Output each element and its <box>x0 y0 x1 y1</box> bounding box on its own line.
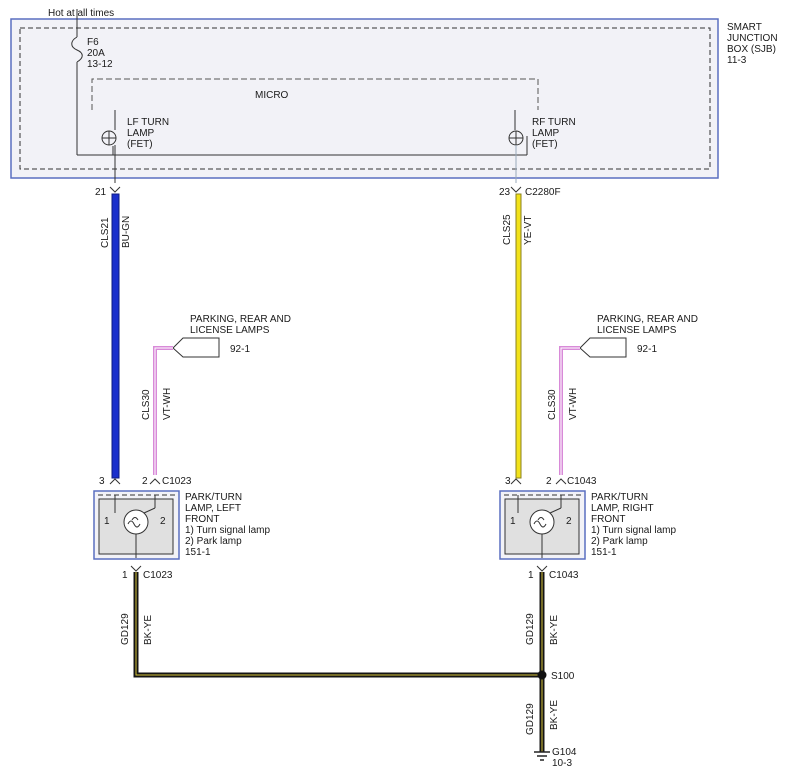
right-lamp-title2: LAMP, RIGHT <box>591 503 654 514</box>
left-lamp-title2: LAMP, LEFT <box>185 503 241 514</box>
right-main-pin-chevron <box>510 186 522 193</box>
left-main-wire <box>111 193 120 479</box>
park-left-connector <box>172 337 220 358</box>
left-main-circuit: CLS21 <box>100 217 111 248</box>
rf-fet-line1: RF TURN <box>532 117 576 128</box>
rf-fet-line2: LAMP <box>532 128 560 139</box>
right-lamp-inner1: 1 <box>510 516 516 527</box>
left-lamp-pin1: 1 <box>122 570 128 581</box>
ground-left-color-code: BK-YE <box>143 615 154 645</box>
left-park-color-code: VT-WH <box>162 388 173 420</box>
lf-fet-line2: LAMP <box>127 128 155 139</box>
park-right-connector <box>579 337 627 358</box>
right-lamp-inner2: 2 <box>566 516 572 527</box>
left-lamp-connector-top: C1023 <box>162 476 192 487</box>
right-lamp-pin1-chevron <box>536 565 548 572</box>
sjb-frame <box>10 18 719 179</box>
left-main-pin-chevron <box>109 186 121 193</box>
park-left-line1: PARKING, REAR AND <box>190 314 291 325</box>
right-main-connector: C2280F <box>525 187 561 198</box>
rf-fet-symbol <box>508 130 524 146</box>
sjb-ref: 11-3 <box>727 55 747 66</box>
ground-id: G104 <box>552 747 577 758</box>
right-lamp-pin3-chevron <box>510 478 522 485</box>
park-right-ref: 92-1 <box>637 344 657 355</box>
splice-label: S100 <box>551 671 575 682</box>
right-lamp-pin3: 3 <box>505 476 511 487</box>
left-main-color-code: BU-GN <box>121 216 132 248</box>
ground-right-circuit: GD129 <box>525 613 536 645</box>
hot-label: Hot at all times <box>48 8 114 19</box>
right-park-wire-core <box>560 347 580 475</box>
park-right-line2: LICENSE LAMPS <box>597 325 677 336</box>
left-park-circuit: CLS30 <box>141 389 152 420</box>
right-lamp-title1: PARK/TURN <box>591 492 648 503</box>
sjb-label-line1: SMART <box>727 22 762 33</box>
right-lamp-bulb-icon <box>517 495 562 558</box>
micro-label: MICRO <box>255 90 289 101</box>
right-park-circuit: CLS30 <box>547 389 558 420</box>
splice-dot <box>537 670 547 680</box>
sjb-label-line3: BOX (SJB) <box>727 44 776 55</box>
ground-left-circuit: GD129 <box>120 613 131 645</box>
park-left-line2: LICENSE LAMPS <box>190 325 270 336</box>
fuse-rating: 20A <box>87 48 105 59</box>
right-lamp-pin2-chevron <box>555 478 567 485</box>
left-lamp-inner2: 2 <box>160 516 166 527</box>
ground-bottom-circuit: GD129 <box>525 703 536 735</box>
sjb-label-line2: JUNCTION <box>727 33 778 44</box>
left-lamp-title3: FRONT <box>185 514 219 525</box>
left-lamp-connector-bottom: C1023 <box>143 570 173 581</box>
right-park-color-code: VT-WH <box>568 388 579 420</box>
right-lamp-ref: 151-1 <box>591 547 617 558</box>
right-main-wire <box>515 193 522 479</box>
right-lamp-item1: 1) Turn signal lamp <box>591 525 676 536</box>
lf-fet-line1: LF TURN <box>127 117 169 128</box>
left-lamp-pin1-chevron <box>130 565 142 572</box>
lf-fet-line3: (FET) <box>127 139 153 150</box>
rf-fet-line3: (FET) <box>532 139 558 150</box>
right-main-color-code: YE-VT <box>523 216 534 245</box>
ground-bottom-color-code: BK-YE <box>549 700 560 730</box>
right-lamp-pin2: 2 <box>546 476 552 487</box>
left-lamp-item2: 2) Park lamp <box>185 536 242 547</box>
right-lamp-item2: 2) Park lamp <box>591 536 648 547</box>
fuse-ref: 13-12 <box>87 59 113 70</box>
left-park-wire-core <box>154 347 173 475</box>
fuse-symbol <box>71 36 83 63</box>
ground-symbol-icon <box>534 751 550 761</box>
left-lamp-pin2: 2 <box>142 476 148 487</box>
ground-left-trace <box>135 572 541 676</box>
right-lamp-connector-bottom: C1043 <box>549 570 579 581</box>
sjb-inner-dashed <box>19 27 711 170</box>
right-lamp-title3: FRONT <box>591 514 625 525</box>
park-right-line1: PARKING, REAR AND <box>597 314 698 325</box>
park-left-ref: 92-1 <box>230 344 250 355</box>
left-lamp-title1: PARK/TURN <box>185 492 242 503</box>
right-lamp-pin1: 1 <box>528 570 534 581</box>
lf-fet-symbol <box>101 130 117 146</box>
micro-box <box>91 78 539 110</box>
right-main-circuit: CLS25 <box>502 214 513 245</box>
left-lamp-bulb-icon <box>114 495 156 558</box>
left-lamp-item1: 1) Turn signal lamp <box>185 525 270 536</box>
fuse-id: F6 <box>87 37 99 48</box>
ground-left-wire <box>133 572 541 678</box>
right-main-pin: 23 <box>499 187 511 198</box>
left-lamp-pin3-chevron <box>109 478 121 485</box>
left-lamp-inner1: 1 <box>104 516 110 527</box>
left-lamp-pin3: 3 <box>99 476 105 487</box>
right-lamp-connector-top: C1043 <box>567 476 597 487</box>
ground-right-color-code: BK-YE <box>549 615 560 645</box>
ground-ref: 10-3 <box>552 758 572 769</box>
left-main-pin: 21 <box>95 187 107 198</box>
left-lamp-pin2-chevron <box>149 478 161 485</box>
left-lamp-ref: 151-1 <box>185 547 211 558</box>
